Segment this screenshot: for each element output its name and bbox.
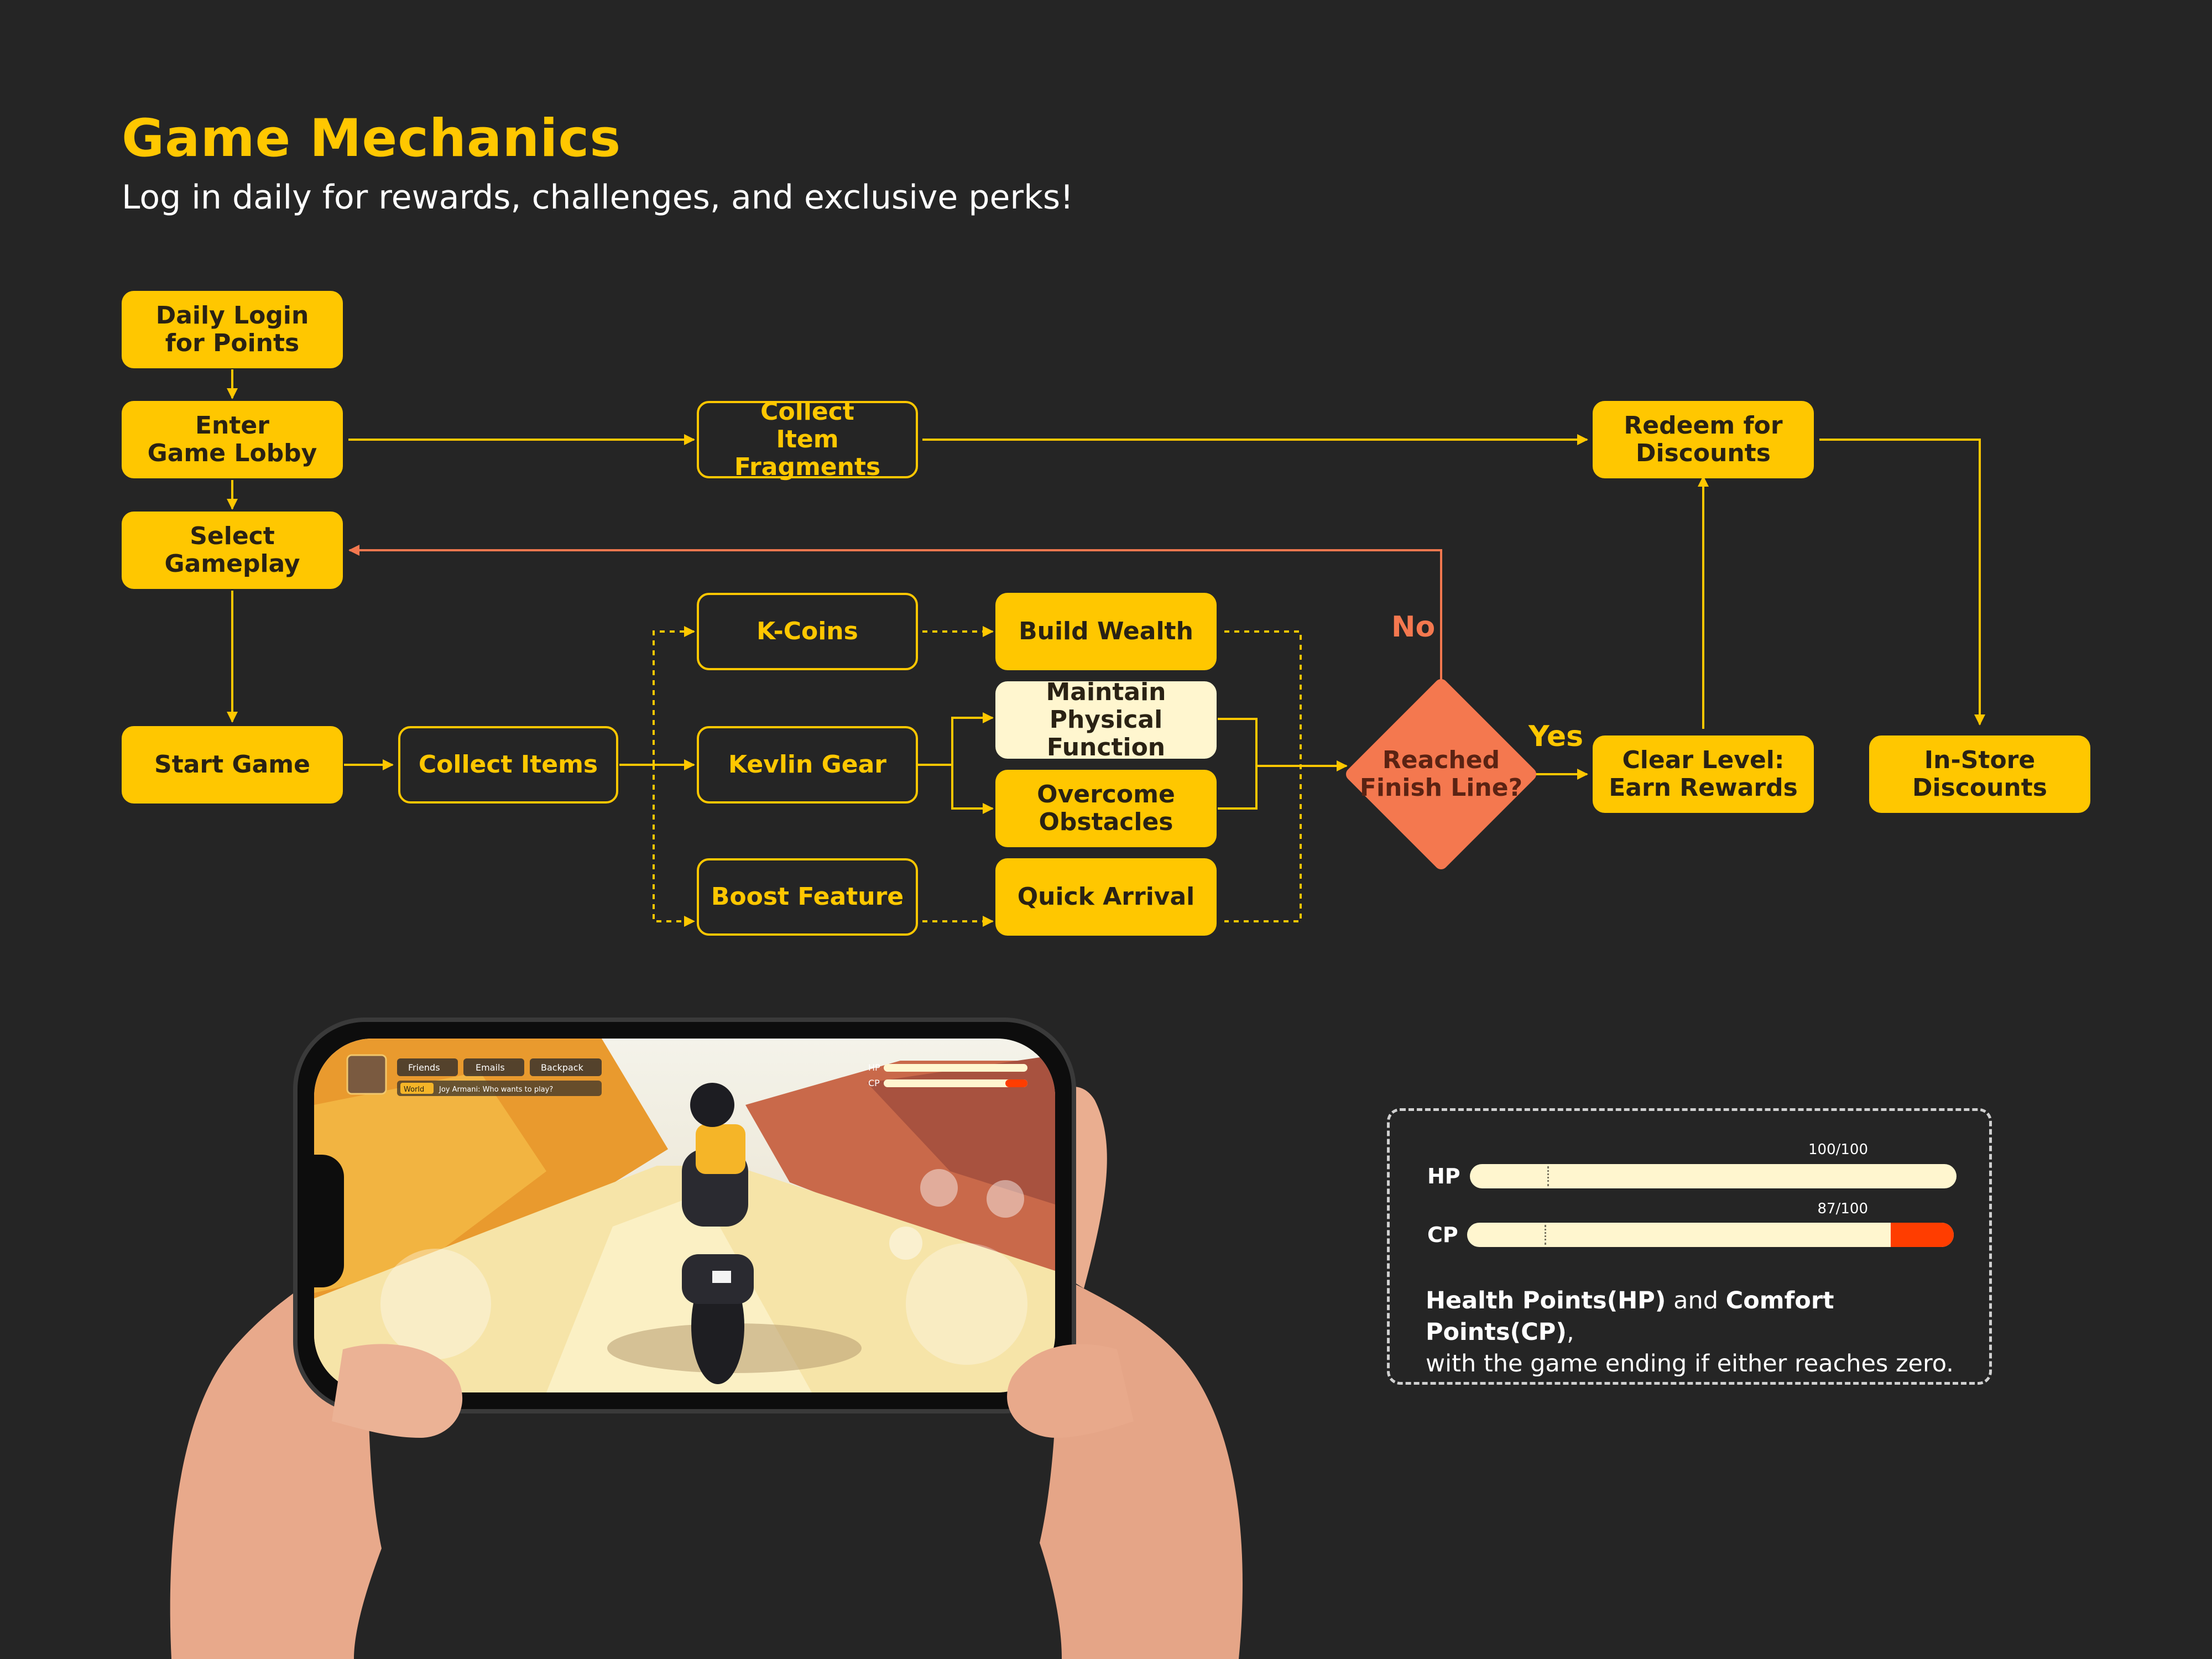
node-clear-level: Clear Level: Earn Rewards xyxy=(1593,735,1814,813)
arrow-redeem-to-instore xyxy=(1819,439,1985,726)
hud-cp-label: CP xyxy=(868,1078,880,1088)
node-boost-feature: Boost Feature xyxy=(697,858,918,936)
page-subtitle: Log in daily for rewards, challenges, an… xyxy=(122,178,1074,217)
node-select-gameplay: Select Gameplay xyxy=(122,512,343,589)
cp-label: CP xyxy=(1427,1223,1458,1247)
branch-no-label: No xyxy=(1391,611,1436,644)
phone-notch xyxy=(314,1155,344,1287)
arrow-gear-to-maintain xyxy=(918,712,994,766)
hp-bar-tick xyxy=(1547,1166,1549,1186)
arrow-decision-no xyxy=(348,545,1442,691)
node-enter-lobby: Enter Game Lobby xyxy=(122,401,343,478)
cp-bar-depleted xyxy=(1890,1223,1954,1247)
page-title: Game Mechanics xyxy=(122,108,622,169)
desc-hp: Health Points(HP) xyxy=(1426,1287,1666,1314)
cp-value: 87/100 xyxy=(1817,1201,1868,1217)
hud-chat-message: Joy Armani: Who wants to play? xyxy=(439,1086,553,1094)
arrow-functions-merge xyxy=(1218,718,1258,810)
hud-tab-backpack[interactable]: Backpack xyxy=(541,1062,584,1073)
arrow-gear-to-obstacles xyxy=(951,765,994,814)
node-build-wealth: Build Wealth xyxy=(995,593,1217,670)
branch-yes-label: Yes xyxy=(1528,720,1584,753)
decision-diamond xyxy=(1346,679,1536,869)
hud-tab-friends[interactable]: Friends xyxy=(408,1062,440,1073)
hp-value: 100/100 xyxy=(1808,1141,1868,1158)
node-overcome-obstacles: Overcome Obstacles xyxy=(995,770,1217,847)
node-quick-arrival: Quick Arrival xyxy=(995,858,1217,936)
node-kevlin-gear: Kevlin Gear xyxy=(697,726,918,804)
node-k-coins: K-Coins xyxy=(697,593,918,670)
arrow-wealth-merge xyxy=(1224,630,1302,922)
node-start-game: Start Game xyxy=(122,726,343,804)
hp-bar xyxy=(1470,1164,1957,1188)
cp-bar xyxy=(1467,1223,1954,1247)
node-daily-login: Daily Login for Points xyxy=(122,291,343,368)
hud-chat-channel: World xyxy=(404,1086,424,1094)
gameplay-illustration: Friends Emails Backpack World Joy Armani… xyxy=(144,995,1277,1659)
stats-description: Health Points(HP) and Comfort Points(CP)… xyxy=(1426,1285,1989,1380)
hud-tab-emails[interactable]: Emails xyxy=(476,1062,505,1073)
hud-hp-label: HP xyxy=(868,1062,880,1073)
game-screenshot: Friends Emails Backpack World Joy Armani… xyxy=(314,1039,1055,1392)
desc-rest: with the game ending if either reaches z… xyxy=(1426,1350,1954,1378)
node-collect-items: Collect Items xyxy=(398,726,618,804)
node-finish-line: Reached Finish Line? xyxy=(1359,745,1523,802)
desc-cp: Comfort Points(CP) xyxy=(1426,1287,1834,1347)
arrow-collect-to-boost xyxy=(653,765,695,927)
phone-device: Friends Emails Backpack World Joy Armani… xyxy=(293,1018,1076,1413)
node-collect-fragments: Collect Item Fragments xyxy=(697,398,918,481)
hp-label: HP xyxy=(1427,1164,1460,1188)
node-in-store-discounts: In-Store Discounts xyxy=(1869,735,2090,813)
cp-bar-tick xyxy=(1545,1225,1546,1245)
arrow-collect-to-kcoins xyxy=(653,626,695,765)
node-redeem-discounts: Redeem for Discounts xyxy=(1593,401,1814,478)
desc-and: and xyxy=(1673,1287,1718,1314)
node-maintain-function: Maintain Physical Function xyxy=(995,678,1217,761)
desc-comma: , xyxy=(1566,1318,1574,1347)
phone-screen: Friends Emails Backpack World Joy Armani… xyxy=(314,1039,1055,1392)
stats-panel: 100/100 HP 87/100 CP Health Points(HP) a… xyxy=(1387,1108,1992,1385)
